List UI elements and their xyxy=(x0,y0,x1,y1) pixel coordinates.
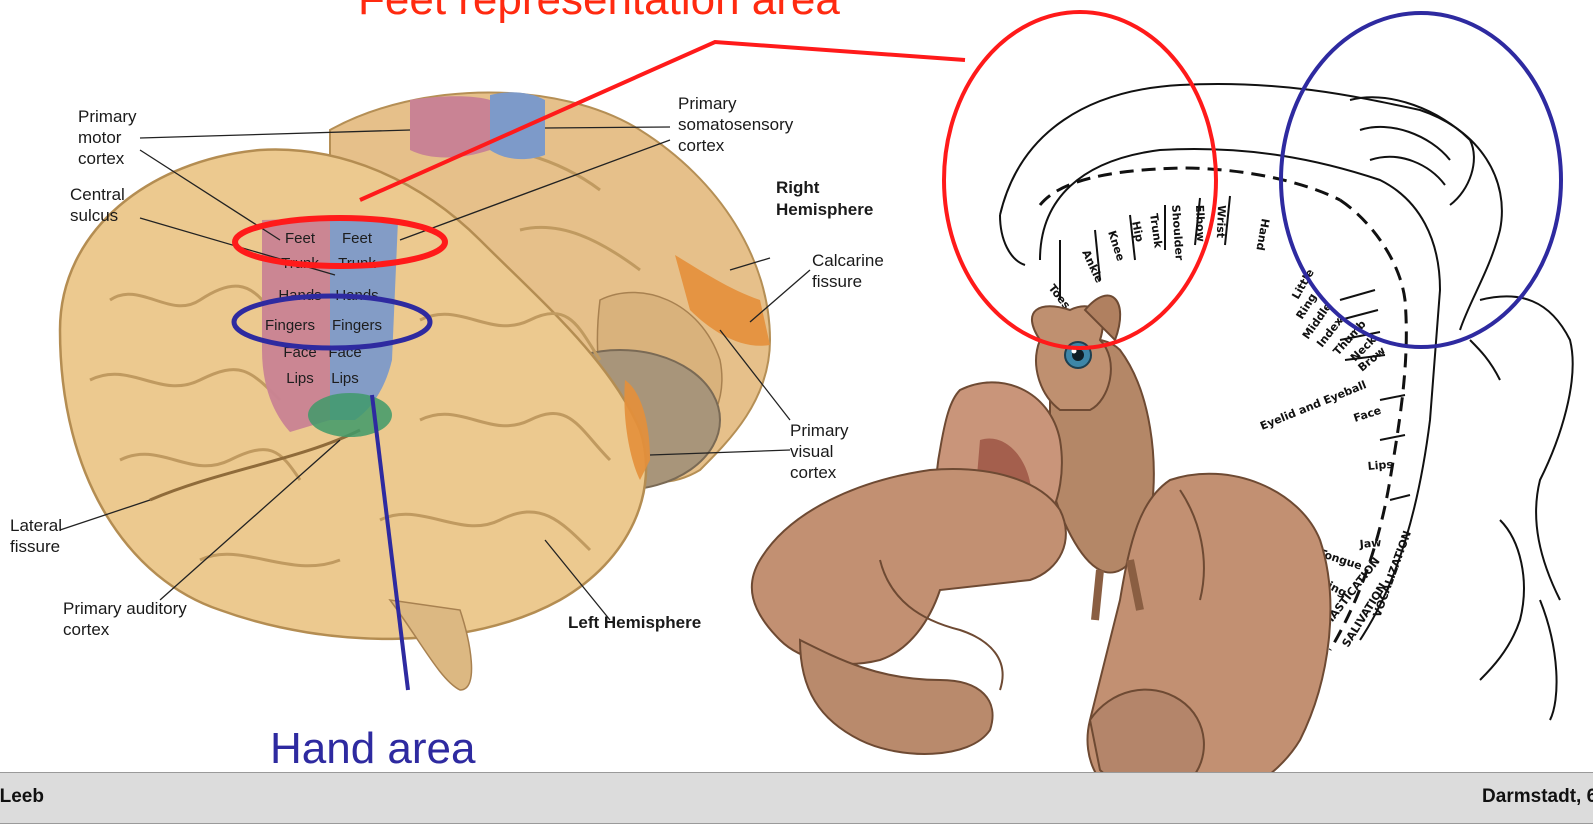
homunculus-label: Eyelid and Eyeball xyxy=(1258,378,1368,433)
svg-text:cortex: cortex xyxy=(78,149,125,168)
homunculus-label: Hip xyxy=(1129,220,1146,243)
homunculus-label: Shoulder xyxy=(1169,204,1186,261)
label-primary-somatosensory-cortex: Primary somatosensory cortex xyxy=(678,94,794,155)
homunculus-label: Trunk xyxy=(1147,213,1165,250)
svg-text:cortex: cortex xyxy=(678,136,725,155)
svg-text:Calcarine: Calcarine xyxy=(812,251,884,270)
homunculus-label: Ankle xyxy=(1079,248,1106,285)
svg-text:cortex: cortex xyxy=(63,620,110,639)
svg-text:motor: motor xyxy=(78,128,122,147)
motor-strip-label: Feet xyxy=(285,230,316,247)
sensory-strip-label: Feet xyxy=(342,230,373,247)
svg-text:Hemisphere: Hemisphere xyxy=(776,200,873,219)
homunculus-label: Face xyxy=(1352,404,1383,425)
label-right-hemisphere: Right Hemisphere xyxy=(776,178,873,219)
homunculus-label: Wrist xyxy=(1214,205,1228,238)
svg-text:Primary auditory: Primary auditory xyxy=(63,599,187,618)
svg-text:Right: Right xyxy=(776,178,820,197)
homunculus-label: Knee xyxy=(1105,229,1127,263)
label-central-sulcus: Central sulcus xyxy=(70,185,125,225)
label-left-hemisphere: Left Hemisphere xyxy=(568,613,701,632)
hand-circle-marker xyxy=(1281,13,1561,347)
label-primary-auditory-cortex: Primary auditory cortex xyxy=(63,599,187,639)
svg-text:fissure: fissure xyxy=(10,537,60,556)
svg-text:sulcus: sulcus xyxy=(70,206,118,225)
svg-text:cortex: cortex xyxy=(790,463,837,482)
footer-author: t Leeb xyxy=(0,786,44,808)
title-feet-area: Feet representation area xyxy=(358,0,840,24)
label-primary-motor-cortex: Primary motor cortex xyxy=(78,107,137,168)
svg-text:Primary: Primary xyxy=(790,421,849,440)
svg-text:Primary: Primary xyxy=(678,94,737,113)
svg-text:somatosensory: somatosensory xyxy=(678,115,794,134)
sensory-strip-label: Lips xyxy=(331,370,359,387)
homunculus-figure xyxy=(752,296,1331,812)
svg-text:visual: visual xyxy=(790,442,833,461)
motor-strip-label: Lips xyxy=(286,370,314,387)
svg-text:fissure: fissure xyxy=(812,272,862,291)
title-hand-area: Hand area xyxy=(270,724,476,773)
sensory-strip-label: Fingers xyxy=(332,317,382,334)
homunculus-label: Elbow xyxy=(1193,205,1207,242)
homunculus-label: Lips xyxy=(1367,458,1394,473)
homunculus-label: Hand xyxy=(1253,217,1271,251)
label-lateral-fissure: Lateral fissure xyxy=(10,516,62,556)
footer-location-date: Darmstadt, 6.1 xyxy=(1482,786,1593,808)
svg-text:Central: Central xyxy=(70,185,125,204)
label-primary-visual-cortex: Primary visual cortex xyxy=(790,421,849,482)
homunculus-label: Jaw xyxy=(1358,536,1382,551)
motor-strip-label: Fingers xyxy=(265,317,315,334)
label-calcarine-fissure: Calcarine fissure xyxy=(812,251,884,291)
svg-text:Lateral: Lateral xyxy=(10,516,62,535)
slide-footer: t Leeb Darmstadt, 6.1 xyxy=(0,772,1593,824)
svg-text:Primary: Primary xyxy=(78,107,137,126)
